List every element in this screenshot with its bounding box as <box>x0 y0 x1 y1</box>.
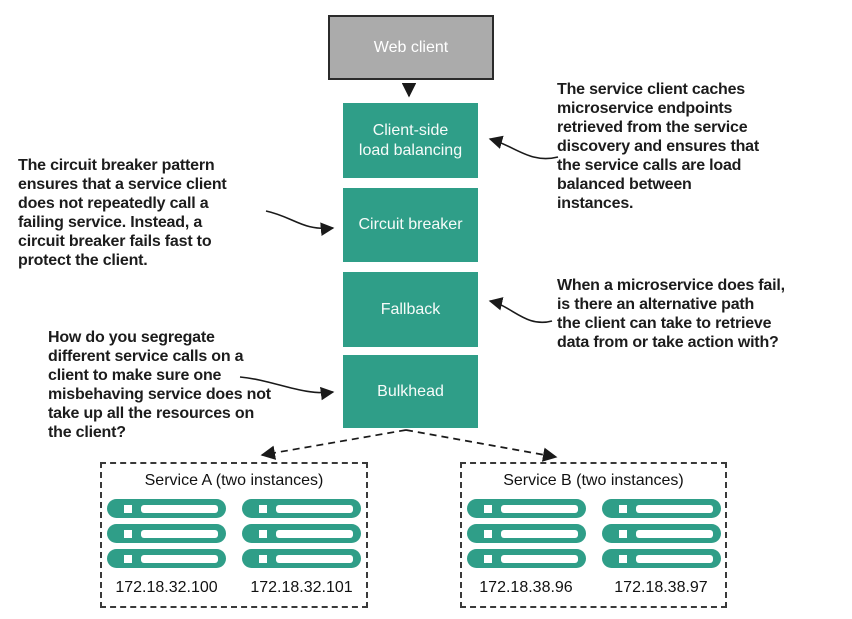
bulkhead-note: How do you segregate different service c… <box>48 329 271 441</box>
client-side-load-balancing-label: Client-side load balancing <box>358 121 463 159</box>
instance-ip: 172.18.32.101 <box>250 579 353 596</box>
service-instance: 172.18.32.100 <box>107 499 226 597</box>
server-icon <box>601 499 721 568</box>
dashed-arrow-bulkhead-to-service-b <box>405 429 558 462</box>
service-b-group: Service B (two instances) 172.18.38.96 1… <box>460 462 727 608</box>
server-bar-icon <box>107 524 226 543</box>
service-a-title: Service A (two instances) <box>144 472 324 489</box>
service-instance: 172.18.38.96 <box>466 499 586 597</box>
server-bar-icon <box>466 549 586 568</box>
client-side-load-balancing-box: Client-side load balancing <box>343 103 478 178</box>
bulkhead-label: Bulkhead <box>377 382 444 400</box>
instance-ip: 172.18.38.97 <box>614 579 708 596</box>
circuit-breaker-label: Circuit breaker <box>358 216 463 233</box>
fallback-label: Fallback <box>380 300 441 318</box>
server-bar-icon <box>242 524 361 543</box>
web-client-label: Web client <box>373 38 449 56</box>
instance-ip: 172.18.38.96 <box>479 579 573 596</box>
service-b-instances: 172.18.38.96 172.18.38.97 <box>466 499 721 597</box>
server-icon <box>107 499 226 568</box>
service-a-group: Service A (two instances) 172.18.32.100 … <box>100 462 368 608</box>
dashed-arrow-bulkhead-to-service-a <box>260 429 407 460</box>
arrow-note-to-circuitbreaker <box>265 210 335 236</box>
server-bar-icon <box>466 499 586 518</box>
server-bar-icon <box>466 524 586 543</box>
arrow-note-to-loadbalancing <box>488 135 559 160</box>
server-bar-icon <box>601 549 721 568</box>
service-a-instances: 172.18.32.100 172.18.32.101 <box>107 499 361 597</box>
service-instance: 172.18.38.97 <box>601 499 721 597</box>
web-client-box: Web client <box>328 15 494 80</box>
server-bar-icon <box>601 524 721 543</box>
server-icon <box>466 499 586 568</box>
circuit-breaker-box: Circuit breaker <box>343 188 478 262</box>
load-balancing-note: The service client caches microservice e… <box>557 81 759 212</box>
server-bar-icon <box>242 499 361 518</box>
server-bar-icon <box>107 549 226 568</box>
server-icon <box>242 499 361 568</box>
server-bar-icon <box>242 549 361 568</box>
bulkhead-box: Bulkhead <box>343 355 478 428</box>
server-bar-icon <box>601 499 721 518</box>
service-b-title: Service B (two instances) <box>503 472 684 489</box>
fallback-note: When a microservice does fail, is there … <box>557 277 785 351</box>
circuit-breaker-note: The circuit breaker pattern ensures that… <box>18 157 227 269</box>
instance-ip: 172.18.32.100 <box>115 579 218 596</box>
fallback-box: Fallback <box>343 272 478 347</box>
service-instance: 172.18.32.101 <box>242 499 361 597</box>
server-bar-icon <box>107 499 226 518</box>
arrow-note-to-fallback <box>488 297 553 324</box>
